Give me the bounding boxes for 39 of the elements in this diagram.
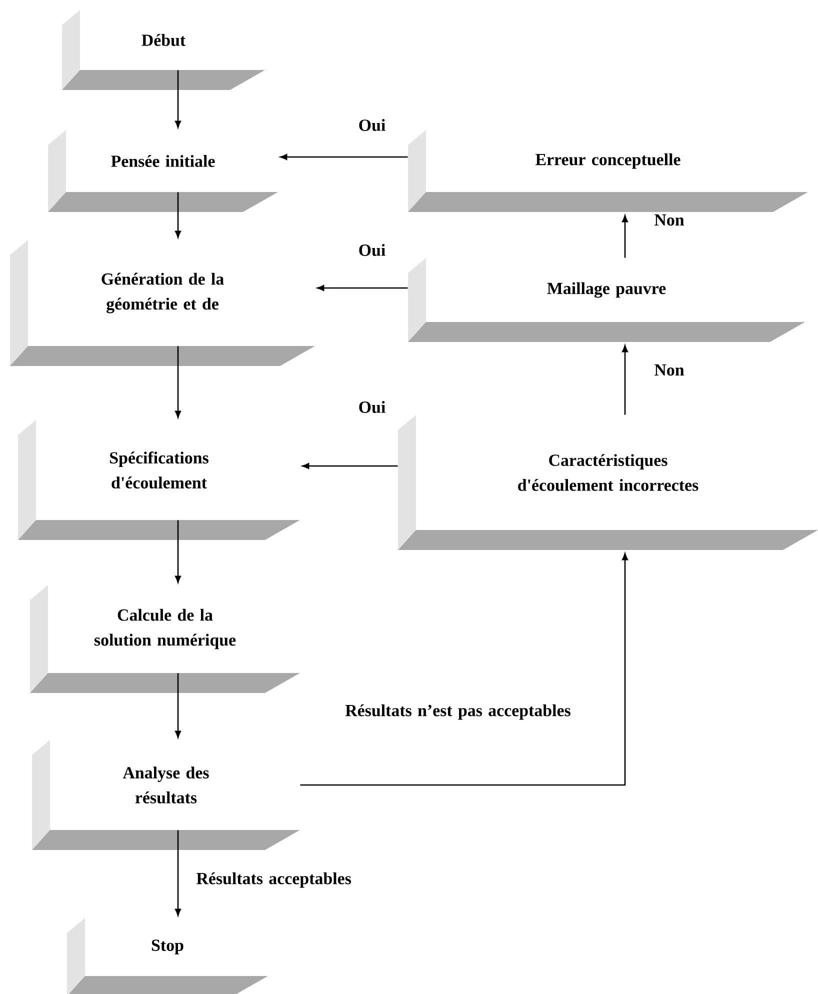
arrow	[175, 830, 181, 916]
node-label: Calcule de la solution numérique	[94, 608, 236, 650]
arrow	[175, 346, 181, 418]
arrow	[300, 553, 628, 786]
shelf-box: Analyse des résultats	[32, 740, 300, 850]
shelf-box: Stop	[67, 918, 268, 994]
arrow	[317, 285, 408, 291]
node-label: Spécifications d'écoulement	[110, 451, 208, 489]
node-label: Maillage pauvre	[547, 282, 666, 298]
arrow	[175, 520, 181, 583]
edge-label: Oui	[359, 119, 386, 131]
node-label: Erreur conceptuelle	[536, 153, 680, 169]
edge-label: Résultats acceptables	[196, 872, 351, 888]
shelf-box: Pensée initiale	[48, 130, 278, 212]
node-label: Analyse des résultats	[122, 766, 209, 804]
edge-label: Résultats n’est pas acceptables	[345, 704, 570, 720]
edge-label: Oui	[359, 244, 386, 256]
arrow	[280, 154, 408, 160]
edge-label: Non	[654, 214, 684, 226]
shelf-box: Caractéristiques d'écoulement incorrectes	[398, 415, 818, 550]
arrow	[175, 70, 181, 128]
shelf-box: Spécifications d'écoulement	[18, 420, 300, 540]
node-label: Pensée initiale	[111, 155, 215, 167]
shelf-box: Erreur conceptuelle	[408, 130, 808, 212]
shelf-box: Début	[62, 10, 265, 90]
node-label: Stop	[152, 940, 184, 954]
arrow	[302, 463, 398, 469]
arrow	[622, 215, 628, 258]
node-label: Début	[142, 34, 186, 46]
arrow	[175, 192, 181, 238]
node-label: Génération de la géométrie et de	[102, 272, 224, 314]
node-label: Caractéristiques d'écoulement incorrectes	[518, 454, 698, 491]
shelf-box: Maillage pauvre	[408, 258, 805, 342]
arrow	[175, 673, 181, 738]
edge-label: Non	[654, 364, 684, 376]
shelf-box: Calcule de la solution numérique	[30, 585, 300, 693]
shelf-box: Génération de la géométrie et de	[10, 240, 315, 366]
arrow	[622, 345, 628, 415]
edge-label: Oui	[359, 401, 386, 413]
